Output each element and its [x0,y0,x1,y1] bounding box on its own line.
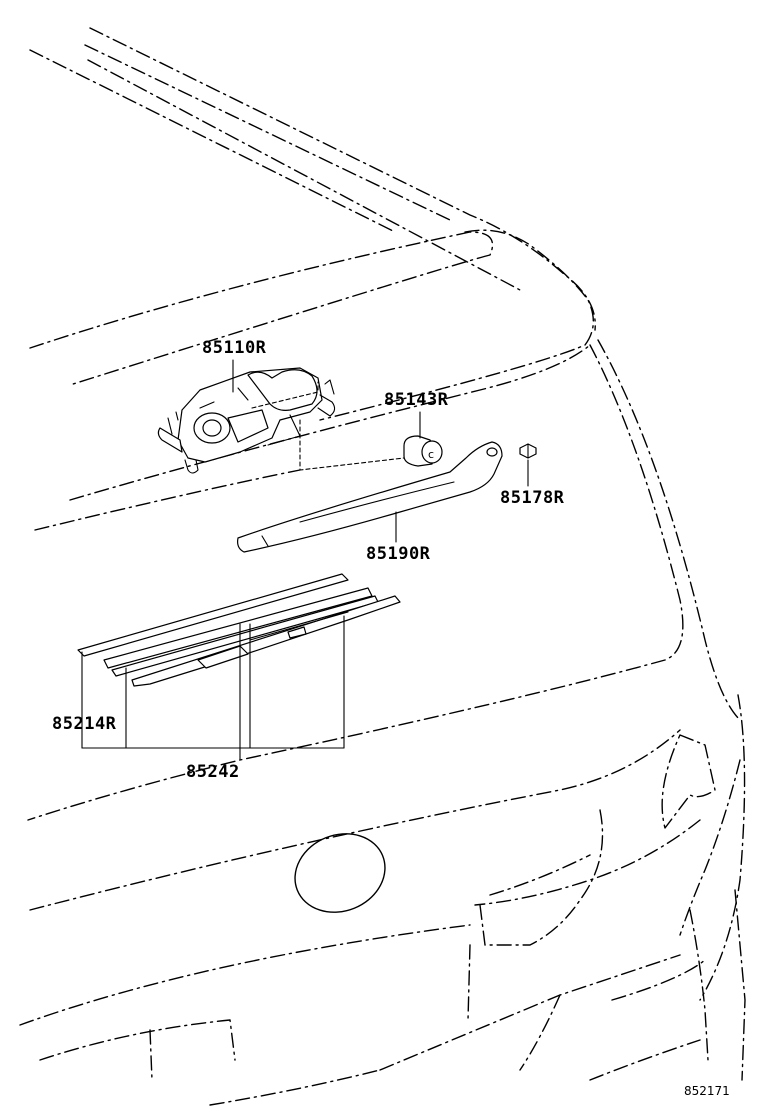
illustration-code: 852171 [684,1084,730,1098]
wiper-arm-icon [237,441,503,553]
leader-lines [81,359,529,761]
part-number-arm[interactable]: 85190R [366,544,431,564]
nut-icon [519,443,537,459]
svg-text:c: c [428,448,434,461]
part-number-motor[interactable]: 85110R [202,338,267,358]
part-number-blade-rubber[interactable]: 85214R [52,714,117,734]
part-number-blade-assy[interactable]: 85242 [186,762,240,782]
vehicle-body-outline [19,27,746,1106]
pivot-cap-icon: c [403,435,443,467]
part-number-nut[interactable]: 85178R [500,488,565,508]
wiper-motor-icon [157,367,336,474]
wiper-blade-icon [77,573,401,687]
part-number-cap[interactable]: 85143R [384,390,449,410]
